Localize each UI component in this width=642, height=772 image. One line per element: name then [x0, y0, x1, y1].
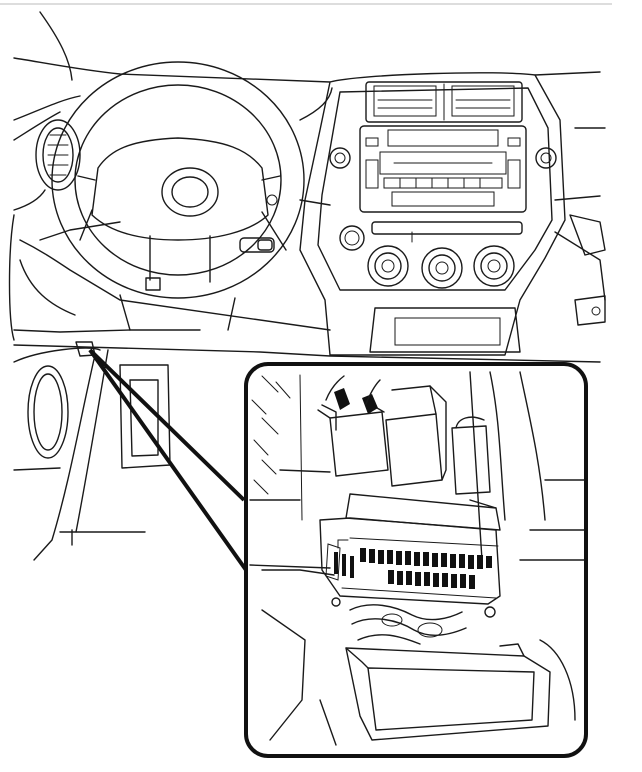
relay-far-right	[451, 416, 491, 495]
relay-right	[385, 385, 447, 487]
detail-panel	[244, 362, 588, 758]
callout-pointer	[88, 348, 248, 572]
shifter-area	[369, 307, 521, 353]
relay-left	[317, 375, 389, 477]
climate-knob-center	[421, 247, 463, 289]
fuse-cover	[345, 643, 551, 741]
fuse-row-bottom	[388, 570, 475, 589]
climate-controls	[339, 221, 523, 289]
screw	[331, 597, 341, 607]
climate-knob-left	[367, 245, 409, 287]
fuse-left-pack	[334, 552, 354, 578]
steering-wheel	[51, 61, 305, 331]
climate-knob-right	[473, 245, 515, 287]
center-console	[299, 72, 566, 356]
audio-unit	[329, 125, 557, 213]
wire-bundle	[349, 604, 467, 645]
left-air-vent	[35, 119, 81, 191]
fuse-row-top	[360, 548, 492, 569]
kick-panel	[13, 341, 171, 561]
fuse-block	[261, 493, 501, 605]
dashboard	[8, 11, 606, 363]
screw	[484, 606, 496, 618]
center-air-vents	[365, 81, 523, 123]
